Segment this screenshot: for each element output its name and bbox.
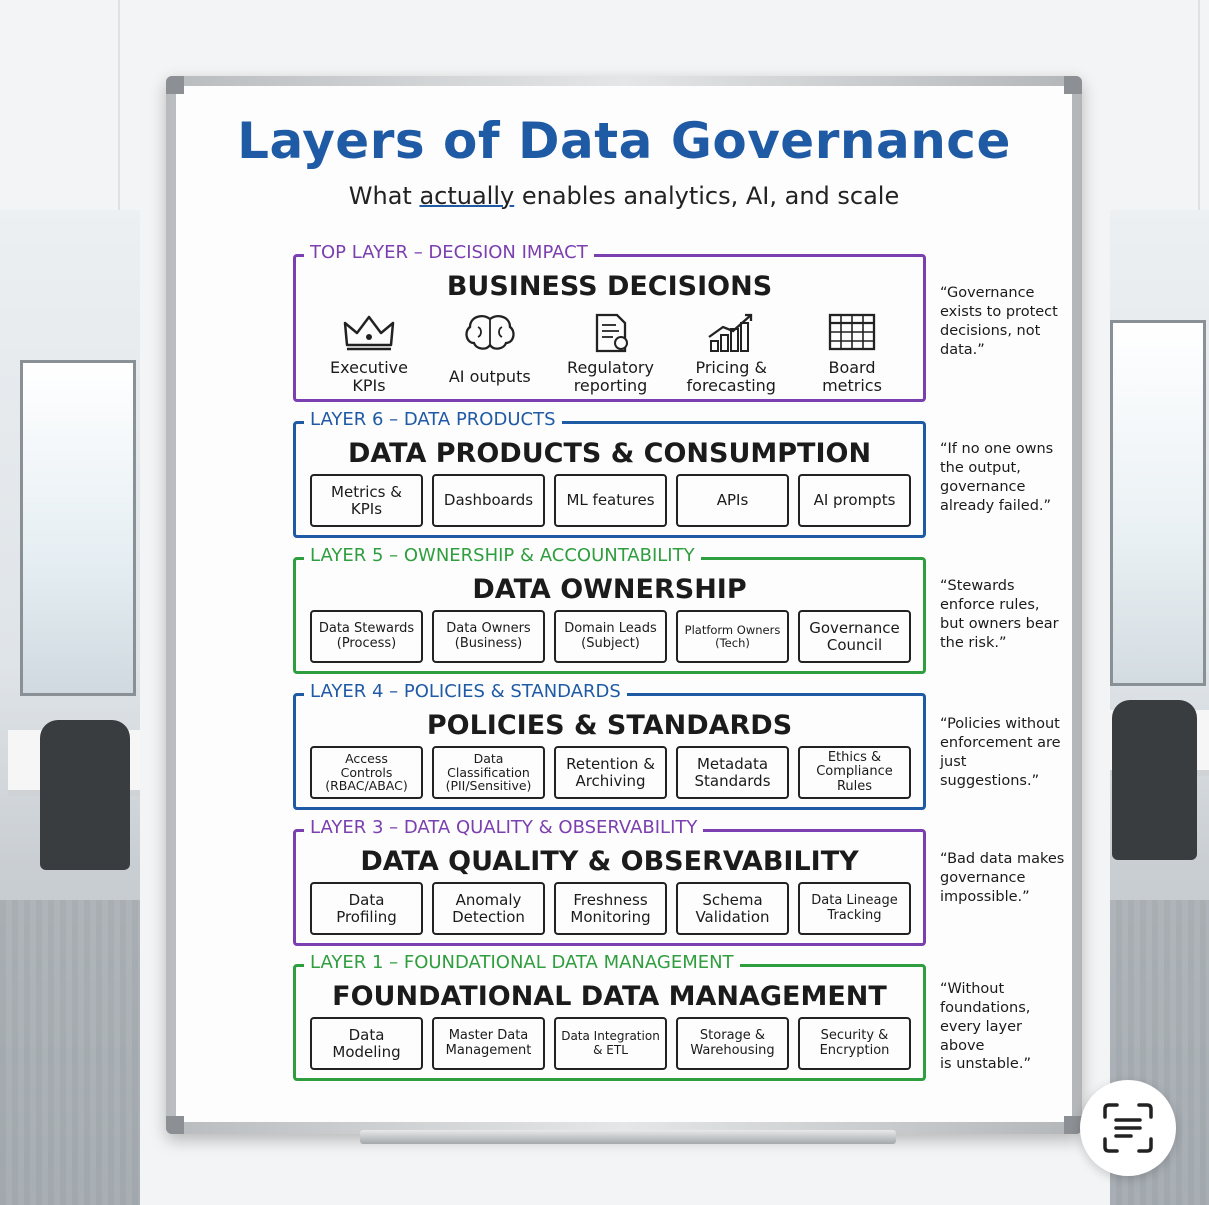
layer-item-box: Governance Council [798,610,911,663]
layer-item-box: Access Controls (RBAC/ABAC) [310,746,423,799]
layer-5-quote: “Stewards enforce rules, but owners bear… [940,578,1059,651]
decision-item: AI outputs [431,313,549,397]
layer-6-boxes: Metrics & KPIs Dashboards ML features AP… [310,474,911,527]
decision-item: Board metrics [793,313,911,397]
layer-3-panel: LAYER 3 – DATA QUALITY & OBSERVABILITY D… [293,817,926,946]
layer-item-box: Data Modeling [310,1017,423,1070]
crown-icon [343,315,395,351]
bar-chart-trend-icon [708,313,753,352]
decision-item-label: AI outputs [448,366,531,386]
layer-item-box: Dashboards [432,474,545,527]
decision-item: Regulatory reporting [552,313,670,397]
frame-corner [166,76,184,94]
frame-corner [1064,1116,1082,1134]
layer-item-box: Platform Owners (Tech) [676,610,789,663]
layer-label: LAYER 5 – OWNERSHIP & ACCOUNTABILITY [304,545,701,566]
layer-heading: DATA OWNERSHIP [472,574,747,605]
subtitle-text: What [348,182,420,210]
frame-corner [1064,76,1082,94]
office-window-right [1110,320,1206,686]
layer-6-quote: “If no one owns the output, governance a… [940,441,1054,514]
layer-6-panel: LAYER 6 – DATA PRODUCTS DATA PRODUCTS & … [293,409,926,538]
decision-item-label: Regulatory reporting [567,357,654,395]
subtitle-text: enables analytics, AI, and scale [514,182,900,210]
decision-item: Pricing & forecasting [672,313,790,397]
layer-item-box: Security & Encryption [798,1017,911,1070]
layer-heading: DATA QUALITY & OBSERVABILITY [360,846,859,877]
layer-item-box: Anomaly Detection [432,882,545,935]
chair-left [40,720,130,870]
layer-1-boxes: Data Modeling Master Data Management Dat… [310,1017,911,1070]
layer-3-quote: “Bad data makes governance impossible.” [940,851,1065,905]
layer-4-panel: LAYER 4 – POLICIES & STANDARDS POLICIES … [293,681,926,810]
layer-label: LAYER 1 – FOUNDATIONAL DATA MANAGEMENT [304,952,740,973]
layer-1-panel: LAYER 1 – FOUNDATIONAL DATA MANAGEMENT F… [293,952,926,1081]
layer-item-box: Data Profiling [310,882,423,935]
layer-item-box: Master Data Management [432,1017,545,1070]
marker-tray [360,1130,896,1144]
layer-item-box: APIs [676,474,789,527]
layer-label: LAYER 4 – POLICIES & STANDARDS [304,681,627,702]
table-grid-icon [828,313,876,351]
subtitle-emphasis: actually [419,182,515,210]
decision-item-label: Executive KPIs [330,357,408,395]
decision-item-label: Pricing & forecasting [686,357,776,395]
layer-item-box: Storage & Warehousing [676,1017,789,1070]
layer-item-box: Data Classification (PII/Sensitive) [432,746,545,799]
layer-item-box: Metrics & KPIs [310,474,423,527]
top-layer-panel: TOP LAYER – DECISION IMPACT BUSINESS DEC… [293,242,926,402]
layer-item-box: ML features [554,474,667,527]
decision-icons: Executive KPIs AI outputs Regulatory rep… [310,313,911,397]
layer-4-boxes: Access Controls (RBAC/ABAC) Data Classif… [310,746,911,799]
layer-item-box: Ethics & Compliance Rules [798,746,911,799]
frame-corner [166,1116,184,1134]
layer-3-boxes: Data Profiling Anomaly Detection Freshne… [310,882,911,935]
layer-item-box: Data Stewards (Process) [310,610,423,663]
layer-heading: DATA PRODUCTS & CONSUMPTION [347,438,872,469]
layer-label: LAYER 3 – DATA QUALITY & OBSERVABILITY [304,817,704,838]
layer-item-box: Data Lineage Tracking [798,882,911,935]
board-title: Layers of Data Governance [237,112,1011,170]
layer-item-box: Metadata Standards [676,746,789,799]
layer-item-box: AI prompts [798,474,911,527]
board-subtitle: What actually enables analytics, AI, and… [176,182,1072,210]
layer-item-box: Schema Validation [676,882,789,935]
decision-item: Executive KPIs [310,313,428,397]
layer-5-boxes: Data Stewards (Process) Data Owners (Bus… [310,610,911,663]
layer-label: TOP LAYER – DECISION IMPACT [304,242,594,263]
layer-5-panel: LAYER 5 – OWNERSHIP & ACCOUNTABILITY DAT… [293,545,926,674]
layer-item-box: Domain Leads (Subject) [554,610,667,663]
top-layer-quote: “Governance exists to protect decisions,… [940,285,1058,358]
layer-item-box: Data Integration & ETL [554,1017,667,1070]
brain-icon [465,315,515,350]
chair-right [1112,700,1197,860]
layer-heading: BUSINESS DECISIONS [446,271,773,302]
layer-label: LAYER 6 – DATA PRODUCTS [304,409,562,430]
layer-heading: POLICIES & STANDARDS [426,710,793,741]
text-scan-button[interactable] [1080,1080,1176,1176]
layer-item-box: Data Owners (Business) [432,610,545,663]
layer-item-box: Retention & Archiving [554,746,667,799]
decision-item-label: Board metrics [822,357,882,395]
layer-4-quote: “Policies without enforcement are just s… [940,716,1061,789]
layer-item-box: Freshness Monitoring [554,882,667,935]
layer-heading: FOUNDATIONAL DATA MANAGEMENT [332,981,887,1012]
office-window-left [20,360,136,696]
document-seal-icon [595,313,628,353]
text-scan-icon [1103,1103,1153,1153]
layer-1-quote: “Without foundations, every layer above … [940,981,1031,1073]
